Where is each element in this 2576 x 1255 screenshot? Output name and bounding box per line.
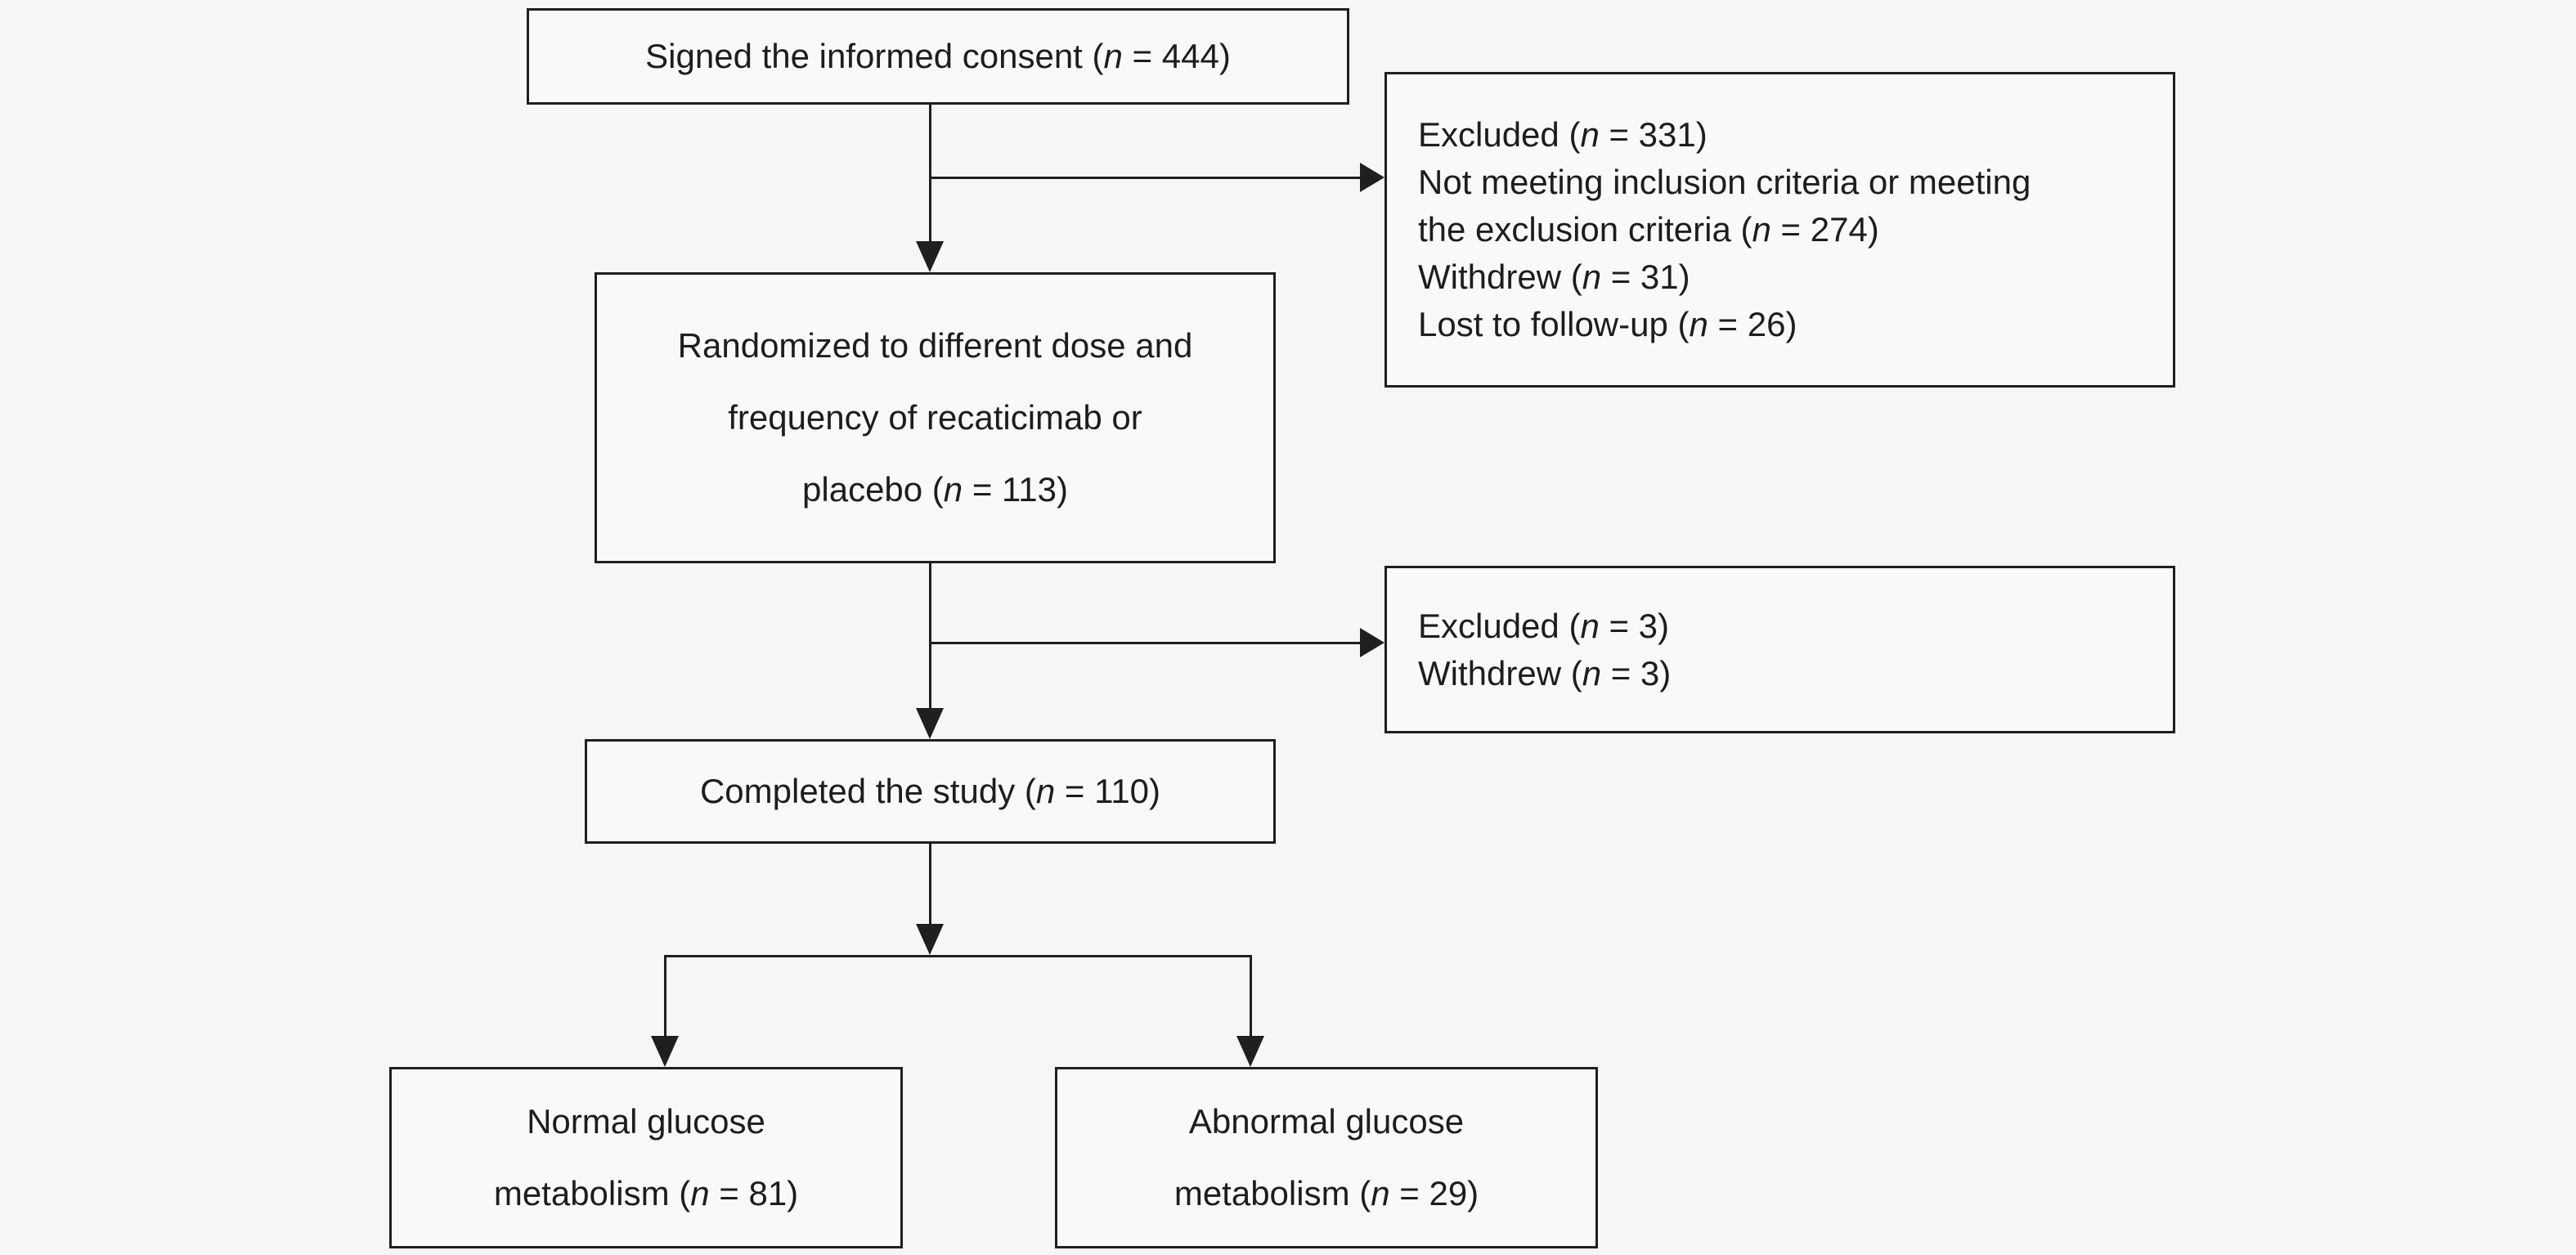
node-text-line: Completed the study (n = 110) (699, 772, 1161, 810)
node-text-line: Randomized to different dose and (677, 326, 1193, 365)
arrowhead-right-icon (1360, 163, 1384, 192)
node-text-line: the exclusion criteria (n = 274) (1418, 210, 1879, 249)
node-text-line: Excluded (n = 3) (1418, 606, 1670, 645)
node-text-line: placebo (n = 113) (802, 470, 1068, 509)
node-text-line: frequency of recaticimab or (728, 398, 1142, 437)
node-text-line: Abnormal glucose (1188, 1102, 1465, 1141)
node-text-line: Lost to follow-up (n = 26) (1418, 305, 1797, 343)
node-text-line: Excluded (n = 331) (1418, 115, 1708, 154)
node-signed-consent: Signed the informed consent (n = 444) (527, 8, 1349, 105)
arrowhead-down-icon (651, 1036, 679, 1067)
arrowhead-down-icon (1236, 1036, 1264, 1067)
connector-signed-to-randomized (929, 105, 931, 244)
node-normal-glucose-metabolism: Normal glucose metabolism (n = 81) (389, 1067, 903, 1248)
node-randomized: Randomized to different dose and frequen… (595, 272, 1276, 563)
connector-to-excluded-after-randomization (931, 642, 1363, 644)
arrowhead-down-icon (916, 708, 944, 739)
node-excluded-after-randomization: Excluded (n = 3) Withdrew (n = 3) (1384, 566, 2175, 733)
branch-bar (664, 955, 1252, 957)
node-text-line: metabolism (n = 81) (493, 1174, 799, 1212)
node-text-line: Withdrew (n = 31) (1418, 258, 1690, 296)
arrowhead-down-icon (916, 241, 944, 272)
node-excluded-before-randomization: Excluded (n = 331) Not meeting inclusion… (1384, 72, 2175, 388)
node-abnormal-glucose-metabolism: Abnormal glucose metabolism (n = 29) (1055, 1067, 1598, 1248)
node-text-line: Signed the informed consent (n = 444) (645, 37, 1231, 75)
node-text-line: Not meeting inclusion criteria or meetin… (1418, 163, 2031, 201)
node-completed-study: Completed the study (n = 110) (585, 739, 1276, 844)
connector-branch-to-abnormal (1250, 957, 1252, 1038)
connector-randomized-to-completed (929, 563, 931, 710)
node-text-line: metabolism (n = 29) (1174, 1174, 1479, 1212)
node-text-line: Normal glucose (527, 1102, 765, 1141)
connector-to-excluded-before-randomization (931, 177, 1363, 179)
connector-completed-to-branch (929, 844, 931, 926)
node-text-line: Withdrew (n = 3) (1418, 653, 1672, 692)
arrowhead-right-icon (1360, 628, 1384, 657)
connector-branch-to-normal (664, 957, 666, 1038)
arrowhead-down-icon (916, 924, 944, 955)
